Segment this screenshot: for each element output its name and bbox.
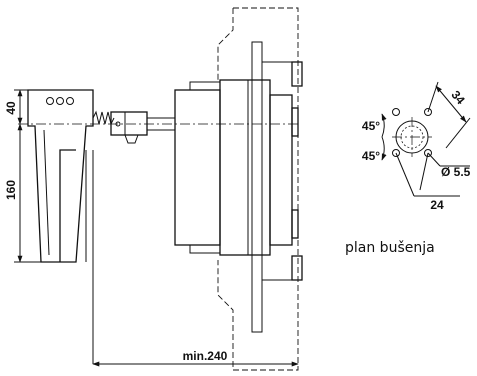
drill-plan-caption: plan bušenja [345, 240, 435, 256]
length-dimension: min.240 [92, 349, 299, 367]
dim-height-top: 40 [4, 101, 18, 115]
dim-angle-lower: 45° [362, 149, 380, 163]
mount-hole-bottom-right [424, 149, 432, 157]
mount-hole-top-left [392, 108, 400, 116]
threaded-rod [92, 110, 176, 144]
actuator-body [174, 79, 293, 256]
dim-min-length: min.240 [183, 349, 228, 363]
mount-hole-bottom-left [392, 149, 400, 157]
mount-hole-top-right [424, 108, 432, 116]
dim-hole-diameter: Ø 5.5 [441, 165, 471, 179]
dim-height-bottom: 160 [4, 180, 18, 200]
duct-outline [217, 7, 303, 371]
dim-angle-upper: 45° [362, 119, 380, 133]
height-dimensions: 40 160 [4, 89, 41, 263]
drill-plan: 34 45° 45° Ø 5.5 24 plan bušenja [345, 81, 471, 256]
mounting-bracket [27, 89, 94, 364]
dim-spacing: 24 [430, 198, 444, 212]
side-view: 40 160 min.240 [4, 7, 303, 371]
